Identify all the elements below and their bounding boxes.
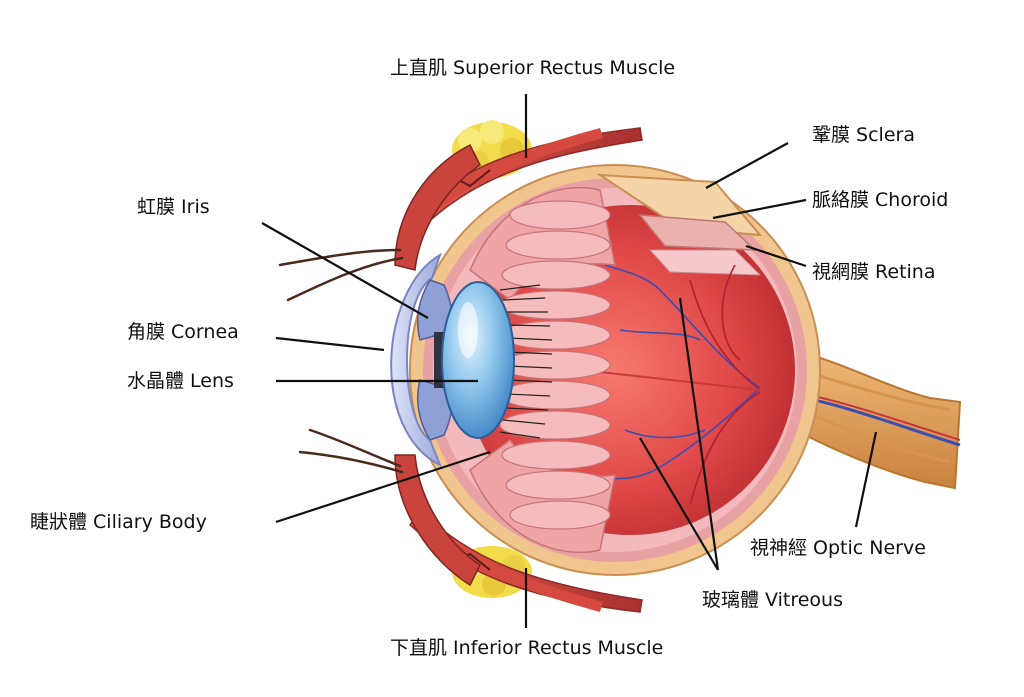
label-retina: 視網膜 Retina: [812, 261, 936, 283]
retinal-vessels: [599, 264, 761, 506]
label-cornea: 角膜 Cornea: [127, 321, 239, 343]
label-choroid: 脈絡膜 Choroid: [812, 189, 949, 211]
label-sclera: 鞏膜 Sclera: [812, 124, 915, 146]
leader-lines: [261, 94, 878, 628]
leader-optic-nerve: [854, 431, 878, 528]
lower-eyelid: [394, 454, 481, 587]
label-lens: 水晶體 Lens: [127, 370, 234, 392]
leader-choroid: [712, 198, 807, 220]
leader-retina: [745, 244, 807, 268]
upper-eyelid: [394, 143, 481, 271]
layer-cutaway: [596, 173, 763, 276]
leader-vitreous-a: [678, 297, 720, 571]
label-superior-rectus: 上直肌 Superior Rectus Muscle: [390, 57, 676, 79]
lens-highlight: [458, 302, 478, 358]
lens: [441, 281, 515, 439]
eyelashes: [278, 248, 404, 474]
label-ciliary-body: 睫狀體 Ciliary Body: [30, 511, 207, 533]
ciliary-zonule-folds: [499, 200, 611, 530]
label-inferior-rectus: 下直肌 Inferior Rectus Muscle: [390, 637, 664, 659]
leader-vitreous-b: [639, 437, 719, 571]
leader-iris: [261, 222, 429, 319]
leader-cornea: [275, 336, 385, 352]
zonular-fibers: [499, 284, 553, 439]
leader-ciliary-body: [275, 450, 491, 524]
label-optic-nerve: 視神經 Optic Nerve: [750, 537, 926, 559]
cornea: [390, 252, 442, 468]
label-iris: 虹膜 Iris: [137, 196, 210, 218]
label-vitreous: 玻璃體 Vitreous: [702, 589, 843, 611]
leader-sclera: [705, 142, 789, 189]
